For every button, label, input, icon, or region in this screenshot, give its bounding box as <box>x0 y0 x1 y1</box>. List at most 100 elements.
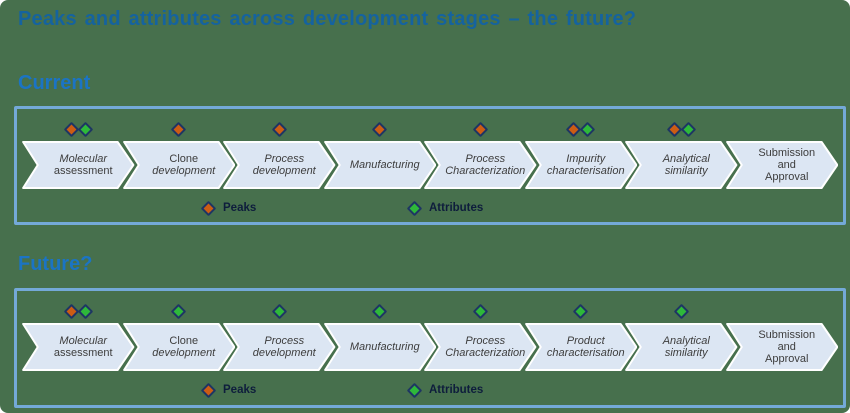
stage-label-line: Process <box>465 335 506 347</box>
attribute-diamond-icon <box>77 121 94 138</box>
stage-label-line: Process <box>465 153 506 165</box>
stage-label-line: Analytical <box>662 153 710 165</box>
chevron-shape <box>324 323 437 371</box>
chevron-shape <box>123 323 236 371</box>
stage-label-line: development <box>252 347 316 359</box>
stage-label-line: Manufacturing <box>349 341 420 353</box>
figure-title: Peaks and attributes across development … <box>18 8 637 30</box>
chevron-shape <box>625 141 738 189</box>
stage-label-line: assessment <box>53 347 113 359</box>
diamond-row <box>22 303 839 320</box>
stage-label-line: characterisation <box>546 165 625 177</box>
attribute-diamond-icon <box>77 303 94 320</box>
stage-manufacturing: Manufacturing <box>324 323 437 371</box>
chevron-shape <box>324 141 437 189</box>
attribute-diamond-icon <box>680 121 697 138</box>
marker-cell-manufacturing <box>324 121 437 138</box>
stage-label-line: similarity <box>664 165 708 177</box>
attribute-diamond-icon <box>371 303 388 320</box>
legend-peaks: Peaks <box>200 200 257 216</box>
stage-label-line: Process <box>264 335 305 347</box>
stage-label-line: and <box>777 341 796 353</box>
diamond-row <box>22 121 839 138</box>
chevron-shape <box>424 141 537 189</box>
marker-cell-product-characterisation <box>525 303 638 320</box>
marker-cell-manufacturing <box>324 303 437 320</box>
marker-cell-submission-and-approval <box>726 306 839 317</box>
marker-cell-process-development <box>223 121 336 138</box>
attribute-diamond-icon <box>572 303 589 320</box>
chevron-shape <box>525 323 638 371</box>
legend-peaks-label: Peaks <box>223 202 257 214</box>
stage-label-line: assessment <box>53 165 113 177</box>
attribute-diamond-icon <box>406 200 423 216</box>
attribute-diamond-icon <box>170 303 187 320</box>
marker-cell-molecular-assessment <box>22 121 135 138</box>
stage-label-line: development <box>152 165 216 177</box>
attribute-diamond-icon <box>673 303 690 320</box>
stage-label-line: development <box>252 165 316 177</box>
chevron-shape <box>525 141 638 189</box>
stage-label: Manufacturing <box>324 323 437 371</box>
stage-label: Manufacturing <box>324 141 437 189</box>
stage-label-line: Clone <box>169 335 199 347</box>
marker-cell-analytical-similarity <box>625 121 738 138</box>
stage-label-line: characterisation <box>546 347 625 359</box>
stage-label-line: similarity <box>664 347 708 359</box>
peak-diamond-icon <box>200 200 217 216</box>
stage-label-line: Process <box>264 153 305 165</box>
chevron-shape <box>726 141 839 189</box>
stage-manufacturing: Manufacturing <box>324 141 437 189</box>
chevron-shape <box>123 141 236 189</box>
stage-label-line: development <box>152 347 216 359</box>
peak-diamond-icon <box>200 382 217 398</box>
peak-diamond-icon <box>271 121 288 138</box>
stage-label-line: Submission <box>758 329 816 341</box>
stage-label-line: Approval <box>765 171 809 183</box>
stage-label-line: Characterization <box>445 165 526 177</box>
legend-peaks-label: Peaks <box>223 384 257 396</box>
stage-label-line: and <box>777 159 796 171</box>
peak-diamond-icon <box>63 303 80 320</box>
marker-cell-clone-development <box>123 303 236 320</box>
stage-label-line: Submission <box>758 147 816 159</box>
stage-label-line: Clone <box>169 153 199 165</box>
stage-label-line: Characterization <box>445 347 526 359</box>
marker-cell-submission-and-approval <box>726 124 839 135</box>
marker-cell-impurity-characterisation <box>525 121 638 138</box>
chevron-shape <box>22 141 135 189</box>
peak-diamond-icon <box>63 121 80 138</box>
legend-attributes-label: Attributes <box>429 384 484 396</box>
attribute-diamond-icon <box>579 121 596 138</box>
marker-cell-molecular-assessment <box>22 303 135 320</box>
attribute-diamond-icon <box>406 382 423 398</box>
legend-attributes: Attributes <box>406 200 483 216</box>
